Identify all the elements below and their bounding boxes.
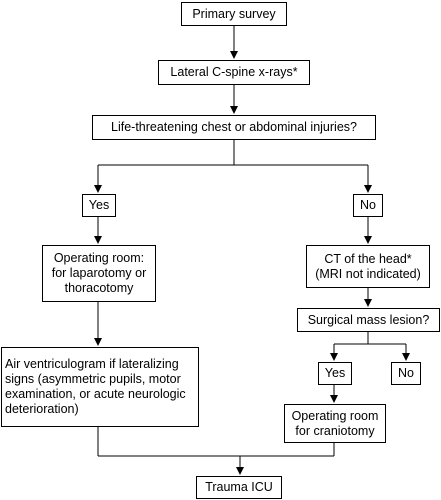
node-yes-2: Yes xyxy=(318,362,352,385)
node-primary-survey: Primary survey xyxy=(181,2,287,26)
node-ct-head: CT of the head* (MRI not indicated) xyxy=(306,245,430,288)
node-no-1: No xyxy=(353,194,383,217)
node-no-2: No xyxy=(391,362,421,385)
node-operating-room-laparotomy: Operating room: for laparotomy or thorac… xyxy=(42,245,156,302)
node-air-ventriculogram: Air ventriculogram if lateralizing signs… xyxy=(1,347,199,427)
node-lateral-xrays: Lateral C-spine x-rays* xyxy=(158,60,310,85)
node-trauma-icu: Trauma ICU xyxy=(196,476,282,499)
node-yes-1: Yes xyxy=(82,194,116,217)
node-life-threatening-question: Life-threatening chest or abdominal inju… xyxy=(92,115,376,140)
node-operating-room-craniotomy: Operating room for craniotomy xyxy=(284,404,386,443)
node-surgical-mass-question: Surgical mass lesion? xyxy=(297,308,440,332)
